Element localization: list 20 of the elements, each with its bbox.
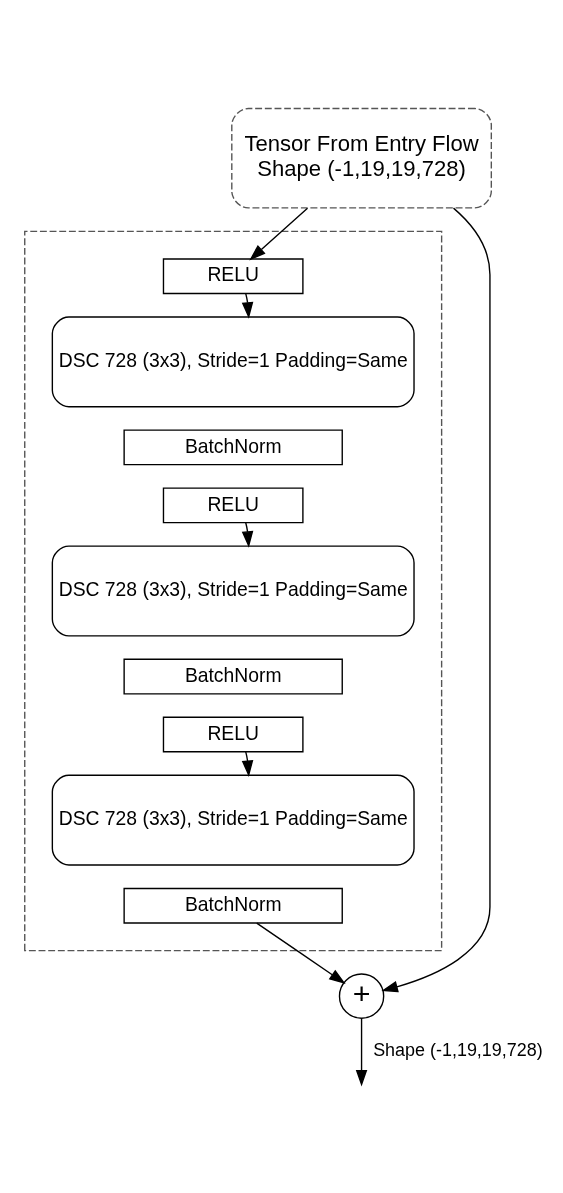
arrow [241,750,254,777]
node-box: DSC 728 (3x3), Stride=1 Padding=Same [51,544,415,637]
node-box: RELU [162,257,304,294]
cluster [24,230,443,951]
arrow [241,292,254,319]
node-box: DSC 728 (3x3), Stride=1 Padding=Same [51,315,415,407]
node-box: BatchNorm [123,658,343,694]
node-box: DSC 728 (3x3), Stride=1 Padding=Same [51,774,415,866]
node-box: BatchNorm [123,428,343,465]
arrow [249,206,309,260]
arrow [381,206,491,992]
node-box: RELU [162,486,304,523]
node-circle: + [338,972,385,1019]
edge-label: Shape (-1,19,19,728) [373,1039,543,1060]
arrow [256,922,346,984]
node-box: Tensor From Entry Flow Shape (-1,19,19,728) [231,107,492,209]
arrow [241,521,254,548]
node-box: BatchNorm [123,887,343,924]
arrow [355,1017,368,1086]
node-box: RELU [162,716,304,752]
